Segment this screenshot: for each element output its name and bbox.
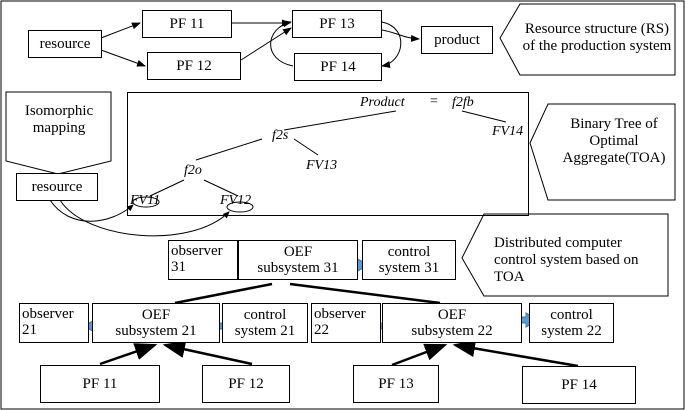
toa-tree-frame	[127, 92, 529, 216]
arrow-pf13-product	[381, 29, 420, 42]
rs-pf12-box: PF 12	[147, 52, 241, 80]
tree-f2o: f2o	[184, 163, 202, 178]
rs-pf14-label: PF 14	[320, 59, 356, 75]
pf14-label: PF 14	[561, 377, 597, 393]
tree-equals: =	[430, 94, 438, 109]
mapping-curve-fv11	[49, 199, 134, 222]
arrow-resource-pf11	[100, 22, 141, 39]
callout-rs-text: Resource structure (RS) of the productio…	[522, 21, 672, 54]
rs-pf11-box: PF 11	[142, 10, 232, 38]
tree-fv11: FV11	[130, 193, 161, 208]
rs-product-box: product	[421, 26, 493, 54]
rs-pf13-label: PF 13	[319, 16, 355, 32]
callout-toa-text: Binary Tree of Optimal Aggregate(TOA)	[562, 116, 666, 166]
link-oef21-pf12	[162, 340, 253, 366]
callout-dccs-text: Distributed computer control system base…	[494, 235, 639, 285]
arrow-resource-pf12	[100, 49, 146, 67]
link-oef22-pf13	[391, 343, 448, 367]
pf14-box: PF 14	[522, 366, 636, 404]
arrow-pf12-pf13	[240, 27, 292, 61]
rs-resource-label: resource	[39, 36, 91, 52]
rs-pf13-box: PF 13	[292, 10, 382, 38]
tree-f2fb: f2fb	[452, 95, 474, 110]
tree-f2s: f2s	[272, 128, 289, 143]
rs-product-label: product	[434, 32, 480, 48]
pf11-box: PF 11	[40, 365, 160, 403]
pf12-label: PF 12	[228, 376, 264, 392]
tree-fv13: FV13	[306, 158, 338, 173]
tree-fv12: FV12	[220, 193, 252, 208]
link-oef31-oef22	[289, 282, 441, 305]
link-oef31-oef21	[174, 282, 273, 305]
rs-pf11-label: PF 11	[169, 16, 205, 32]
link-oef21-pf11	[99, 343, 158, 366]
rs-pf14-box: PF 14	[294, 53, 382, 81]
tree-product: Product	[360, 95, 405, 110]
arrow-pf13-pf14	[381, 21, 402, 69]
pf12-box: PF 12	[202, 365, 290, 403]
rs-resource-box: resource	[28, 30, 102, 58]
mapping-resource-box: resource	[16, 173, 98, 201]
tree-fv14: FV14	[492, 124, 524, 139]
pf13-label: PF 13	[378, 376, 414, 392]
callout-isomorphic-text: Isomorphic mapping	[24, 103, 94, 136]
pf13-box: PF 13	[353, 365, 439, 403]
rs-pf12-label: PF 12	[176, 58, 212, 74]
pf11-label: PF 11	[82, 376, 118, 392]
link-oef22-pf14	[452, 339, 579, 368]
arrow-pf14-pf13	[270, 20, 294, 67]
mapping-resource-label: resource	[31, 179, 83, 195]
